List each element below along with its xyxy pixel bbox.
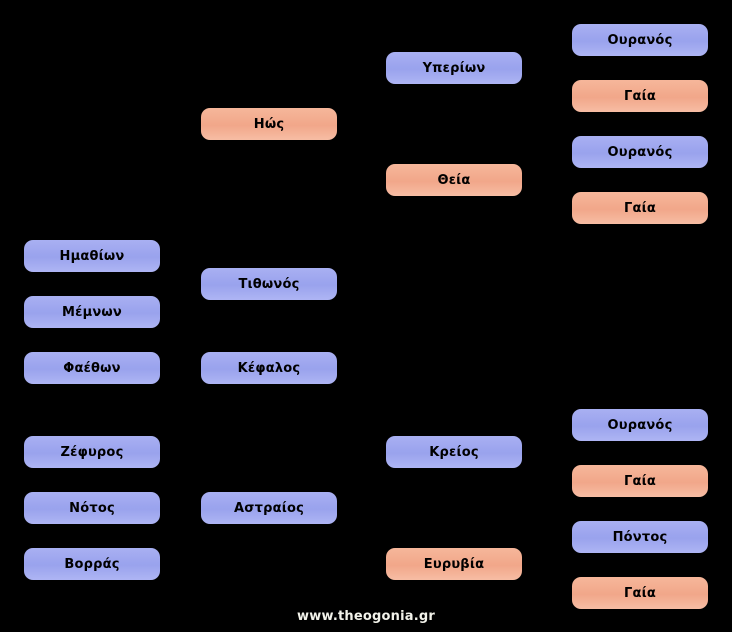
node-box[interactable]: Κέφαλος	[201, 352, 337, 384]
node-box[interactable]: Ηώς	[201, 108, 337, 140]
node-box[interactable]: Ημαθίων	[24, 240, 160, 272]
node-box[interactable]: Γαία	[572, 192, 708, 224]
site-watermark: www.theogonia.gr	[297, 609, 435, 624]
node-box[interactable]: Νότος	[24, 492, 160, 524]
node-box[interactable]: Ουρανός	[572, 24, 708, 56]
node-box[interactable]: Ζέφυρος	[24, 436, 160, 468]
node-box[interactable]: Βορράς	[24, 548, 160, 580]
node-box[interactable]: Ουρανός	[572, 136, 708, 168]
node-box[interactable]: Γαία	[572, 465, 708, 497]
node-box[interactable]: Αστραίος	[201, 492, 337, 524]
node-box[interactable]: Θεία	[386, 164, 522, 196]
node-box[interactable]: Μέμνων	[24, 296, 160, 328]
node-box[interactable]: Γαία	[572, 577, 708, 609]
node-box[interactable]: Κρείος	[386, 436, 522, 468]
node-box[interactable]: Τιθωνός	[201, 268, 337, 300]
node-box[interactable]: Γαία	[572, 80, 708, 112]
node-box[interactable]: Πόντος	[572, 521, 708, 553]
node-box[interactable]: Φαέθων	[24, 352, 160, 384]
node-box[interactable]: Υπερίων	[386, 52, 522, 84]
node-box[interactable]: Ουρανός	[572, 409, 708, 441]
node-box[interactable]: Ευρυβία	[386, 548, 522, 580]
